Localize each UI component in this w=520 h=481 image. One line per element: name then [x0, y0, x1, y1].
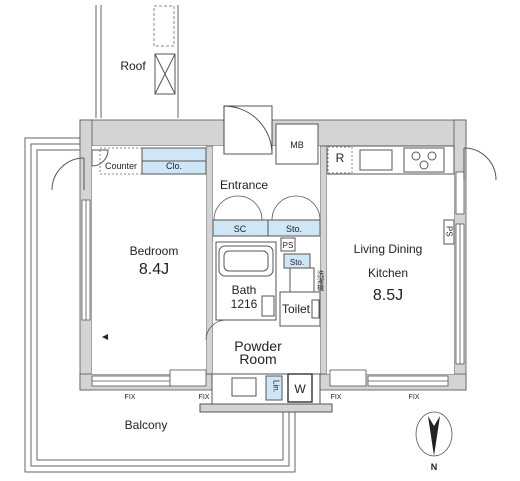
fix-label-3: FIX	[331, 394, 342, 401]
roof-label: Roof	[120, 59, 146, 73]
ldk-side-door	[463, 147, 497, 181]
toilet-label: Toilet	[282, 302, 311, 316]
ldk-label-2: Kitchen	[368, 266, 408, 280]
north-label: N	[431, 462, 438, 472]
entrance-label: Entrance	[220, 178, 268, 192]
fridge-label: R	[336, 151, 345, 165]
counter	[99, 147, 143, 175]
closet-label: Clo.	[166, 161, 182, 171]
ps-right-box	[443, 219, 455, 245]
windows	[81, 171, 465, 387]
washer-box	[287, 373, 313, 403]
north-compass-icon	[415, 411, 453, 457]
fix-label-4: FIX	[409, 394, 420, 401]
bedroom-label: Bedroom	[130, 244, 179, 258]
washer-space	[289, 267, 315, 293]
ps-right-label: PS	[445, 226, 454, 237]
bedroom-size: 8.4J	[139, 261, 169, 278]
marker-arrow-icon	[102, 334, 108, 340]
sto-label: Sto.	[286, 224, 302, 234]
sc-label: SC	[234, 224, 247, 234]
powder-room-label-2: Room	[239, 351, 276, 367]
bath-label: Bath	[232, 283, 257, 297]
linen-storage	[265, 375, 283, 401]
powder-room-label-1: Powder	[234, 338, 282, 354]
counter-label: Counter	[105, 161, 137, 171]
bedroom-side-door	[51, 157, 85, 191]
bath-size: 1216	[231, 297, 258, 311]
ps-left-label: PS	[283, 241, 294, 250]
kitchen-counter	[326, 145, 455, 175]
bathtub	[218, 245, 274, 277]
sink	[231, 377, 257, 397]
balcony-label: Balcony	[125, 418, 168, 432]
sto-small-label: Sto.	[290, 258, 304, 267]
washer-note: 洗濯機	[317, 269, 325, 292]
lin-label: Lin.	[272, 380, 281, 393]
w-label: W	[294, 382, 306, 396]
bedroom-top-door	[91, 149, 109, 167]
fix-label-1: FIX	[125, 394, 136, 401]
fix-label-2: FIX	[199, 394, 210, 401]
ldk-size: 8.5J	[373, 287, 403, 304]
roof-area	[95, 5, 179, 118]
ps-box	[280, 237, 296, 252]
entrance-door	[223, 105, 273, 155]
ldk-label-1: Living Dining	[354, 242, 423, 256]
meter-box	[275, 123, 319, 165]
storage	[267, 219, 321, 237]
mb-label: MB	[290, 140, 304, 150]
